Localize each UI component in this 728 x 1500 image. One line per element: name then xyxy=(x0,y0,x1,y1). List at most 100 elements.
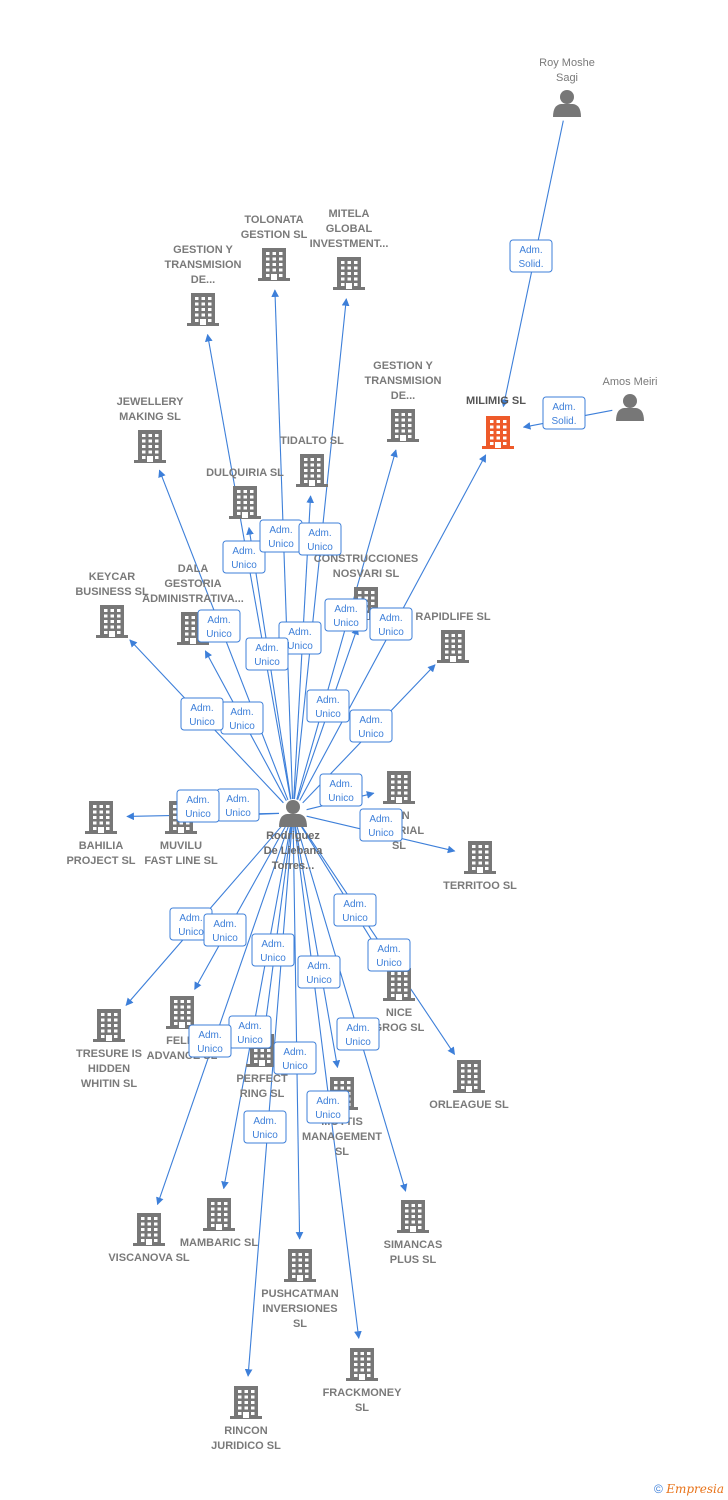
svg-text:Unico: Unico xyxy=(206,629,232,640)
role-badge-orleague[interactable]: Adm.Unico xyxy=(367,938,411,972)
dala-label: GESTORIA xyxy=(164,578,221,590)
role-badge[interactable]: Adm.Unico xyxy=(306,689,350,723)
role-badge-mambaric[interactable]: Adm.Unico xyxy=(243,1110,287,1144)
role-badge-milimig[interactable]: Adm.Solid. xyxy=(509,239,553,273)
role-badge-gottis[interactable]: Adm.Unico xyxy=(306,1090,350,1124)
gestion1-label: DE... xyxy=(191,274,215,286)
building-icon xyxy=(134,430,166,463)
svg-text:Adm.: Adm. xyxy=(359,715,382,726)
svg-text:Unico: Unico xyxy=(368,828,394,839)
keycar-label: BUSINESS SL xyxy=(75,586,149,598)
svg-text:Adm.: Adm. xyxy=(343,899,366,910)
role-badge[interactable]: Adm.Unico xyxy=(251,933,295,967)
rincon-label: RINCON xyxy=(224,1425,267,1437)
building-icon xyxy=(166,996,198,1029)
role-badge-rapidlife[interactable]: Adm. Unico xyxy=(349,709,393,743)
svg-text:Unico: Unico xyxy=(376,958,402,969)
role-badge[interactable]: Adm. Unico xyxy=(245,637,289,671)
keycar-label: KEYCAR xyxy=(89,571,136,583)
role-badge-pushcatman[interactable]: Adm.Unico xyxy=(273,1041,317,1075)
building-icon xyxy=(133,1213,165,1246)
svg-text:Unico: Unico xyxy=(185,809,211,820)
building-icon xyxy=(482,416,514,449)
mambaric-label: MAMBARIC SL xyxy=(180,1237,258,1249)
svg-text:Adm.: Adm. xyxy=(230,707,253,718)
center-label: De Liebana xyxy=(264,845,324,857)
edge-center-mambaric xyxy=(221,826,292,1190)
svg-text:Solid.: Solid. xyxy=(551,416,576,427)
building-icon xyxy=(258,248,290,281)
svg-text:Unico: Unico xyxy=(252,1130,278,1141)
orleague-label: ORLEAGUE SL xyxy=(429,1099,509,1111)
role-badge-simancas[interactable]: Adm. Unico xyxy=(336,1017,380,1051)
roy-label: Sagi xyxy=(556,72,578,84)
svg-text:Unico: Unico xyxy=(345,1037,371,1048)
perfect-label: RING SL xyxy=(240,1088,285,1100)
copyright-symbol: © xyxy=(654,1482,663,1496)
role-badge-territoo[interactable]: Adm.Unico xyxy=(359,808,403,842)
role-badge-milimig[interactable]: Adm.Unico xyxy=(369,607,413,641)
gestion2-label: DE... xyxy=(391,390,415,402)
role-badge-dala[interactable]: Adm.Unico xyxy=(197,609,241,643)
role-badge-felic[interactable]: Adm.Unico xyxy=(203,913,247,947)
svg-text:Adm.: Adm. xyxy=(283,1047,306,1058)
nice-label: GROG SL xyxy=(374,1022,425,1034)
gottis-label: MANAGEMENT xyxy=(302,1131,382,1143)
svg-text:Adm.: Adm. xyxy=(232,546,255,557)
edge-center-simancas xyxy=(296,826,408,1192)
building-icon xyxy=(96,605,128,638)
role-badge-muvilu[interactable]: Adm.Unico xyxy=(216,788,260,822)
svg-text:Unico: Unico xyxy=(178,927,204,938)
amos-label: Amos Meiri xyxy=(602,376,657,388)
gestion1-label: GESTION Y xyxy=(173,244,233,256)
gestion1-label: TRANSMISION xyxy=(165,259,242,271)
role-badge-gestion2[interactable]: Adm.Unico xyxy=(324,598,368,632)
footer-brand[interactable]: © Empresia xyxy=(654,1482,724,1496)
role-badge[interactable]: Adm.Unico xyxy=(220,701,264,735)
pushcatman-label: INVERSIONES xyxy=(262,1303,337,1315)
role-badge-tresure[interactable]: Adm. Unico xyxy=(169,907,213,941)
role-badge-tolonata[interactable]: Adm. Unico xyxy=(259,519,303,553)
dulquiria-label: DULQUIRIA SL xyxy=(206,467,284,479)
role-badge-win[interactable]: Adm.Unico xyxy=(319,773,363,807)
svg-text:Adm.: Adm. xyxy=(226,794,249,805)
role-badge-milimig[interactable]: Adm.Solid. xyxy=(542,396,586,430)
perfect-label: PERFECT xyxy=(236,1073,288,1085)
tresure-label: TRESURE IS xyxy=(76,1048,142,1060)
svg-text:Unico: Unico xyxy=(197,1044,223,1055)
svg-text:Unico: Unico xyxy=(328,793,354,804)
role-badge-gestion1[interactable]: Adm.Unico xyxy=(222,540,266,574)
construcciones-label: CONSTRUCCIONES xyxy=(314,553,419,565)
svg-text:Unico: Unico xyxy=(358,729,384,740)
svg-text:Unico: Unico xyxy=(268,539,294,550)
svg-text:Adm.: Adm. xyxy=(316,695,339,706)
role-badge[interactable]: Adm.Unico xyxy=(297,955,341,989)
mitela-label: MITELA xyxy=(329,208,370,220)
mitela-label: INVESTMENT... xyxy=(310,238,389,250)
tresure-label: HIDDEN xyxy=(88,1063,130,1075)
role-badge-viscanova[interactable]: Adm.Unico xyxy=(188,1024,232,1058)
gestion2-label: GESTION Y xyxy=(373,360,433,372)
role-badge-perfect[interactable]: Adm.Unico xyxy=(228,1015,272,1049)
role-badge-mitela[interactable]: Adm.Unico xyxy=(298,522,342,556)
role-badge-nice[interactable]: Adm. Unico xyxy=(333,893,377,927)
milimig-label: MILIMIG SL xyxy=(466,395,526,407)
svg-text:Unico: Unico xyxy=(378,627,404,638)
svg-text:Adm.: Adm. xyxy=(255,643,278,654)
role-badge[interactable]: Adm.Unico xyxy=(176,789,220,823)
gestion2-label: TRANSMISION xyxy=(365,375,442,387)
svg-text:Adm.: Adm. xyxy=(346,1023,369,1034)
dala-label: ADMINISTRATIVA... xyxy=(142,593,244,605)
frackmoney-label: FRACKMONEY xyxy=(323,1387,402,1399)
svg-text:Adm.: Adm. xyxy=(179,913,202,924)
bahilia-label: PROJECT SL xyxy=(66,855,135,867)
role-badge[interactable]: Adm.Unico xyxy=(180,697,224,731)
frackmoney-label: SL xyxy=(355,1402,369,1414)
svg-text:Adm.: Adm. xyxy=(269,525,292,536)
svg-text:Unico: Unico xyxy=(342,913,368,924)
tolonata-label: TOLONATA xyxy=(244,214,303,226)
svg-text:Unico: Unico xyxy=(254,657,280,668)
center-label: Torres... xyxy=(272,860,315,872)
